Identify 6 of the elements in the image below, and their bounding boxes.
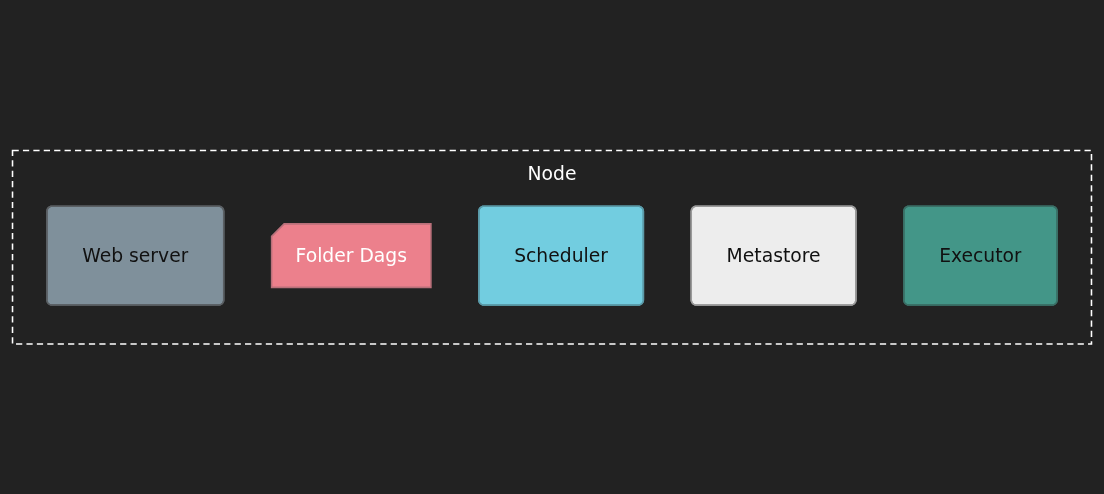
process-box: Metastore [690,205,857,306]
process-box: Executor [903,205,1058,306]
document-box: Folder Dags [270,222,432,288]
group-title: Node [527,161,577,184]
process-box: Web server [46,205,225,306]
process-box: Scheduler [478,205,645,306]
